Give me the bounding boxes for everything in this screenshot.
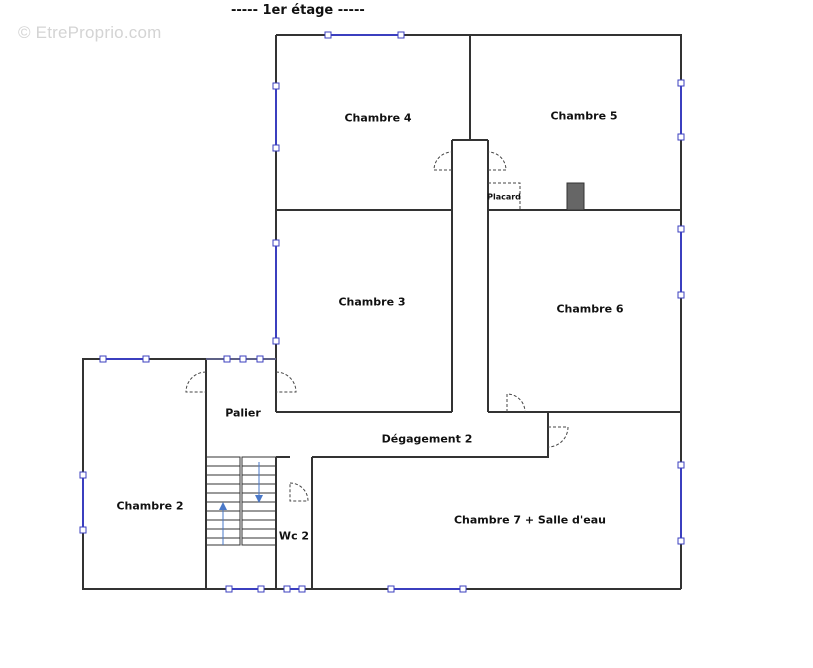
wall-ch2-outer [82, 358, 207, 590]
wall-top-block [276, 34, 682, 412]
door-ch3 [275, 371, 297, 393]
door-ch6 [506, 393, 526, 413]
staircase [205, 456, 277, 546]
room-label-chambre-4: Chambre 4 [344, 111, 412, 125]
door-ch7 [547, 426, 569, 448]
door-ch5 [487, 151, 507, 171]
room-label-chambre-2: Chambre 2 [116, 499, 184, 513]
room-label-chambre-7: Chambre 7 + Salle d'eau [453, 513, 607, 527]
door-wc [289, 482, 309, 502]
door-ch4 [433, 151, 453, 171]
chimney [566, 182, 585, 211]
room-label-chambre-5: Chambre 5 [550, 109, 618, 123]
door-ch2 [185, 371, 207, 393]
room-label-chambre-3: Chambre 3 [338, 295, 406, 309]
room-label-palier: Palier [225, 406, 261, 420]
floor-title: ----- 1er étage ----- [231, 3, 365, 18]
room-label-degagement-2: Dégagement 2 [381, 432, 473, 446]
placard-outline [488, 182, 521, 210]
windows [79, 31, 685, 593]
room-label-wc-2: Wc 2 [278, 529, 310, 543]
room-label-chambre-6: Chambre 6 [556, 302, 624, 316]
doors [185, 151, 569, 502]
watermark: © EtreProprio.com [18, 23, 162, 42]
room-label-placard: Placard [487, 192, 521, 202]
